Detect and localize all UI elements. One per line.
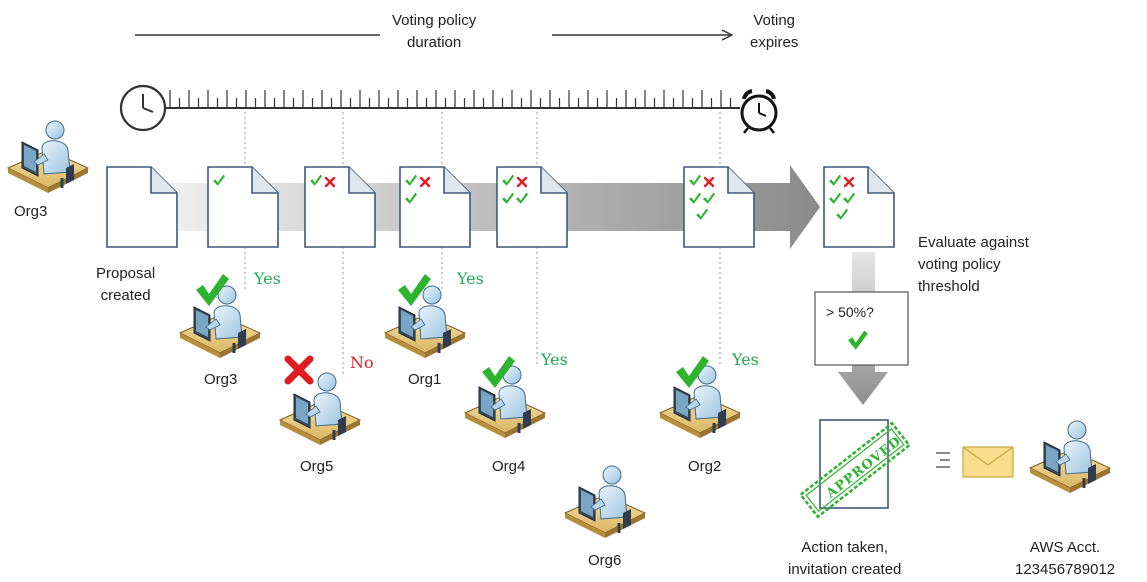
vote-label: Yes	[457, 269, 484, 288]
recipient-label-line2: 123456789012	[1015, 561, 1116, 578]
timeline-ruler	[165, 90, 740, 109]
org4-person-icon	[463, 364, 547, 440]
evaluate-label-line3: threshold	[918, 278, 980, 295]
org-label: Org4	[492, 458, 526, 475]
proposal-label-line1: Proposal	[96, 265, 156, 282]
recipient-label-line1: AWS Acct.	[1029, 539, 1101, 556]
org5-person-icon	[278, 371, 362, 447]
recipient-person-icon	[1028, 419, 1112, 495]
proposal-label: Proposal created	[96, 263, 155, 307]
approved-document-icon	[798, 419, 912, 519]
recipient-label: AWS Acct. 123456789012	[1015, 537, 1115, 581]
proposal-document-icon	[106, 166, 178, 248]
duration-label-line1: Voting policy	[392, 12, 477, 29]
no-cross-icon	[288, 359, 310, 381]
alarm-clock-icon	[740, 89, 778, 134]
expires-label-line2: expires	[750, 34, 799, 51]
org-label: Org1	[408, 371, 442, 388]
org6-person-icon	[563, 464, 647, 540]
evaluate-label-line2: voting policy	[918, 256, 1001, 273]
duration-label: Voting policy duration	[392, 10, 476, 54]
org2-person-icon	[658, 364, 742, 440]
document-icon	[207, 166, 279, 248]
threshold-box	[814, 291, 909, 366]
evaluate-label: Evaluate against voting policy threshold	[918, 232, 1029, 298]
org1-person-icon	[383, 284, 467, 360]
vote-label: Yes	[254, 269, 281, 288]
document-icon	[399, 166, 471, 248]
duration-label-line2: duration	[407, 34, 462, 51]
vote-label: Yes	[541, 350, 568, 369]
vote-label: No	[350, 353, 374, 372]
proposer-person-icon	[6, 119, 90, 195]
final-document-icon	[823, 166, 895, 248]
org-label: Org3	[204, 371, 238, 388]
document-icon	[683, 166, 755, 248]
org-label: Org2	[688, 458, 722, 475]
envelope-icon	[936, 446, 1014, 478]
proposer-label: Org3	[14, 203, 48, 220]
clock-icon	[119, 84, 167, 132]
document-icon	[304, 166, 376, 248]
expires-label: Voting expires	[750, 10, 798, 54]
org-label: Org6	[588, 552, 622, 569]
action-label: Action taken, invitation created	[788, 537, 901, 581]
proposal-label-line2: created	[100, 287, 151, 304]
evaluate-label-line1: Evaluate against	[918, 234, 1029, 251]
expires-label-line1: Voting	[753, 12, 796, 29]
action-label-line2: invitation created	[788, 561, 902, 578]
org-label: Org5	[300, 458, 334, 475]
duration-arrow-head	[721, 29, 734, 41]
vote-label: Yes	[732, 350, 759, 369]
document-icon	[496, 166, 568, 248]
threshold-label: > 50%?	[826, 304, 874, 320]
org3-person-icon	[178, 284, 262, 360]
action-label-line1: Action taken,	[801, 539, 889, 556]
